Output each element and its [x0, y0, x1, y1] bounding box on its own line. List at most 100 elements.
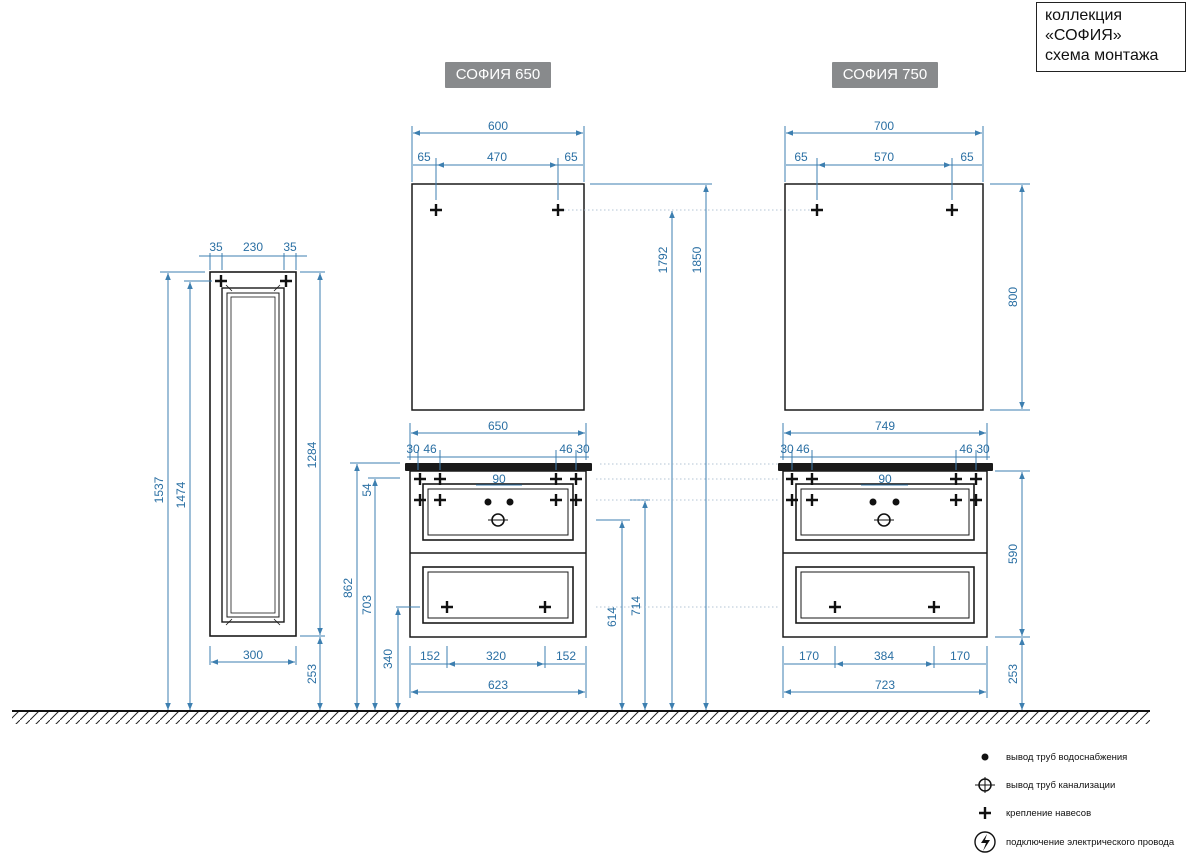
mount-cross — [806, 494, 818, 506]
s750-mirror-height-label: 800 — [1006, 287, 1020, 307]
s650-mirror-mid-label: 470 — [487, 150, 507, 164]
mount-cross — [414, 494, 426, 506]
mount-cross — [829, 601, 841, 613]
s650-1850-label: 1850 — [690, 246, 704, 273]
sofia650-cabinet-dims — [350, 423, 650, 710]
s650-cabinet-width-label: 650 — [488, 419, 508, 433]
mount-cross — [946, 204, 958, 216]
pencil-body-height-label: 1284 — [305, 441, 319, 468]
mount-cross — [539, 601, 551, 613]
s750-bottom-right-label: 170 — [950, 649, 970, 663]
pencil-top-mid-label: 230 — [243, 240, 263, 254]
s650-1792-label: 1792 — [656, 246, 670, 273]
s750-cabinet-width-label: 749 — [875, 419, 895, 433]
mount-cross — [928, 601, 940, 613]
s750-cl2-label: 46 — [796, 442, 810, 456]
s750-bottom-mid-label: 384 — [874, 649, 894, 663]
pencil-height-full-label: 1537 — [152, 476, 166, 503]
sofia750-cabinet-dims — [780, 423, 1030, 710]
s750-cr1-label: 46 — [959, 442, 973, 456]
s650-340-label: 340 — [381, 649, 395, 669]
mount-cross — [434, 494, 446, 506]
mount-cross — [570, 494, 582, 506]
sofia650-cabinet — [405, 463, 592, 638]
mount-cross — [811, 204, 823, 216]
pencil-floor-gap-label: 253 — [305, 664, 319, 684]
s650-cr1-label: 46 — [559, 442, 573, 456]
water-pipe-marker — [484, 498, 492, 506]
mount-cross — [550, 494, 562, 506]
s650-mirror-left-label: 65 — [417, 150, 431, 164]
sewer-pipe-marker — [874, 513, 894, 527]
s750-floor-gap-label: 253 — [1006, 664, 1020, 684]
s750-mirror-right-label: 65 — [960, 150, 974, 164]
s750-mirror-mid-label: 570 — [874, 150, 894, 164]
s650-bottom-total-label: 623 — [488, 678, 508, 692]
s750-mirror-left-label: 65 — [794, 150, 808, 164]
sewer-icon — [970, 776, 1000, 794]
s650-bottom-left-label: 152 — [420, 649, 440, 663]
pencil-case-cabinet — [209, 271, 297, 637]
mount-cross — [970, 494, 982, 506]
water-pipe-marker — [506, 498, 514, 506]
s750-mirror-width-label: 700 — [874, 119, 894, 133]
s650-pipe-spacing-label: 90 — [492, 472, 506, 486]
mount-cross — [552, 204, 564, 216]
water-pipe-marker — [869, 498, 877, 506]
pencil-width-label: 300 — [243, 648, 263, 662]
sofia650-mirror-dims — [411, 126, 712, 710]
sofia750-mirror — [784, 183, 984, 411]
s750-bottom-total-label: 723 — [875, 678, 895, 692]
mount-cross — [970, 473, 982, 485]
legend-electric: подключение электрического провода — [970, 830, 1174, 854]
sofia750-mirror-dims — [784, 126, 1030, 411]
pencil-height-mount-label: 1474 — [174, 481, 188, 508]
s750-cr2-label: 30 — [976, 442, 990, 456]
legend-water: вывод труб водоснабжения — [970, 748, 1127, 766]
title-line-1: коллекция — [1045, 7, 1123, 24]
mount-cross — [434, 473, 446, 485]
s650-862-label: 862 — [341, 578, 355, 598]
sofia750-cabinet — [778, 463, 993, 638]
mount-cross — [570, 473, 582, 485]
s650-714-label: 714 — [629, 596, 643, 616]
sewer-pipe-marker — [488, 513, 508, 527]
lightning-icon — [970, 830, 1000, 854]
s650-bottom-mid-label: 320 — [486, 649, 506, 663]
mount-cross — [215, 275, 227, 287]
s650-54-label: 54 — [360, 483, 374, 497]
legend-water-label: вывод труб водоснабжения — [1006, 751, 1128, 763]
mount-cross — [806, 473, 818, 485]
title-line-2: «СОФИЯ» — [1045, 27, 1122, 44]
s650-bottom-right-label: 152 — [556, 649, 576, 663]
mount-cross — [950, 473, 962, 485]
legend-sewer-label: вывод труб канализации — [1006, 779, 1116, 791]
mount-cross — [786, 473, 798, 485]
mount-cross — [280, 275, 292, 287]
s750-bottom-left-label: 170 — [799, 649, 819, 663]
legend-sewer: вывод труб канализации — [970, 776, 1115, 794]
s650-cl1-label: 30 — [406, 442, 420, 456]
legend-mount: крепление навесов — [970, 804, 1091, 822]
mount-cross — [550, 473, 562, 485]
s650-cr2-label: 30 — [576, 442, 590, 456]
plus-icon — [970, 804, 1000, 822]
mount-cross — [430, 204, 442, 216]
legend-mount-label: крепление навесов — [1006, 807, 1092, 819]
pencil-top-right-label: 35 — [283, 240, 297, 254]
mount-cross — [441, 601, 453, 613]
mount-cross — [950, 494, 962, 506]
collection-title-box: коллекция «СОФИЯ» схема монтажа — [1036, 2, 1186, 72]
s650-mirror-width-label: 600 — [488, 119, 508, 133]
floor — [12, 710, 1150, 724]
model-badge-sofia-650: СОФИЯ 650 — [445, 62, 551, 88]
s750-pipe-spacing-label: 90 — [878, 472, 892, 486]
water-supply-icon — [970, 748, 1000, 766]
pencil-dims — [160, 253, 325, 710]
s650-614-label: 614 — [605, 607, 619, 627]
water-pipe-marker — [892, 498, 900, 506]
s650-cl2-label: 46 — [423, 442, 437, 456]
mount-cross — [786, 494, 798, 506]
s650-703-label: 703 — [360, 595, 374, 615]
